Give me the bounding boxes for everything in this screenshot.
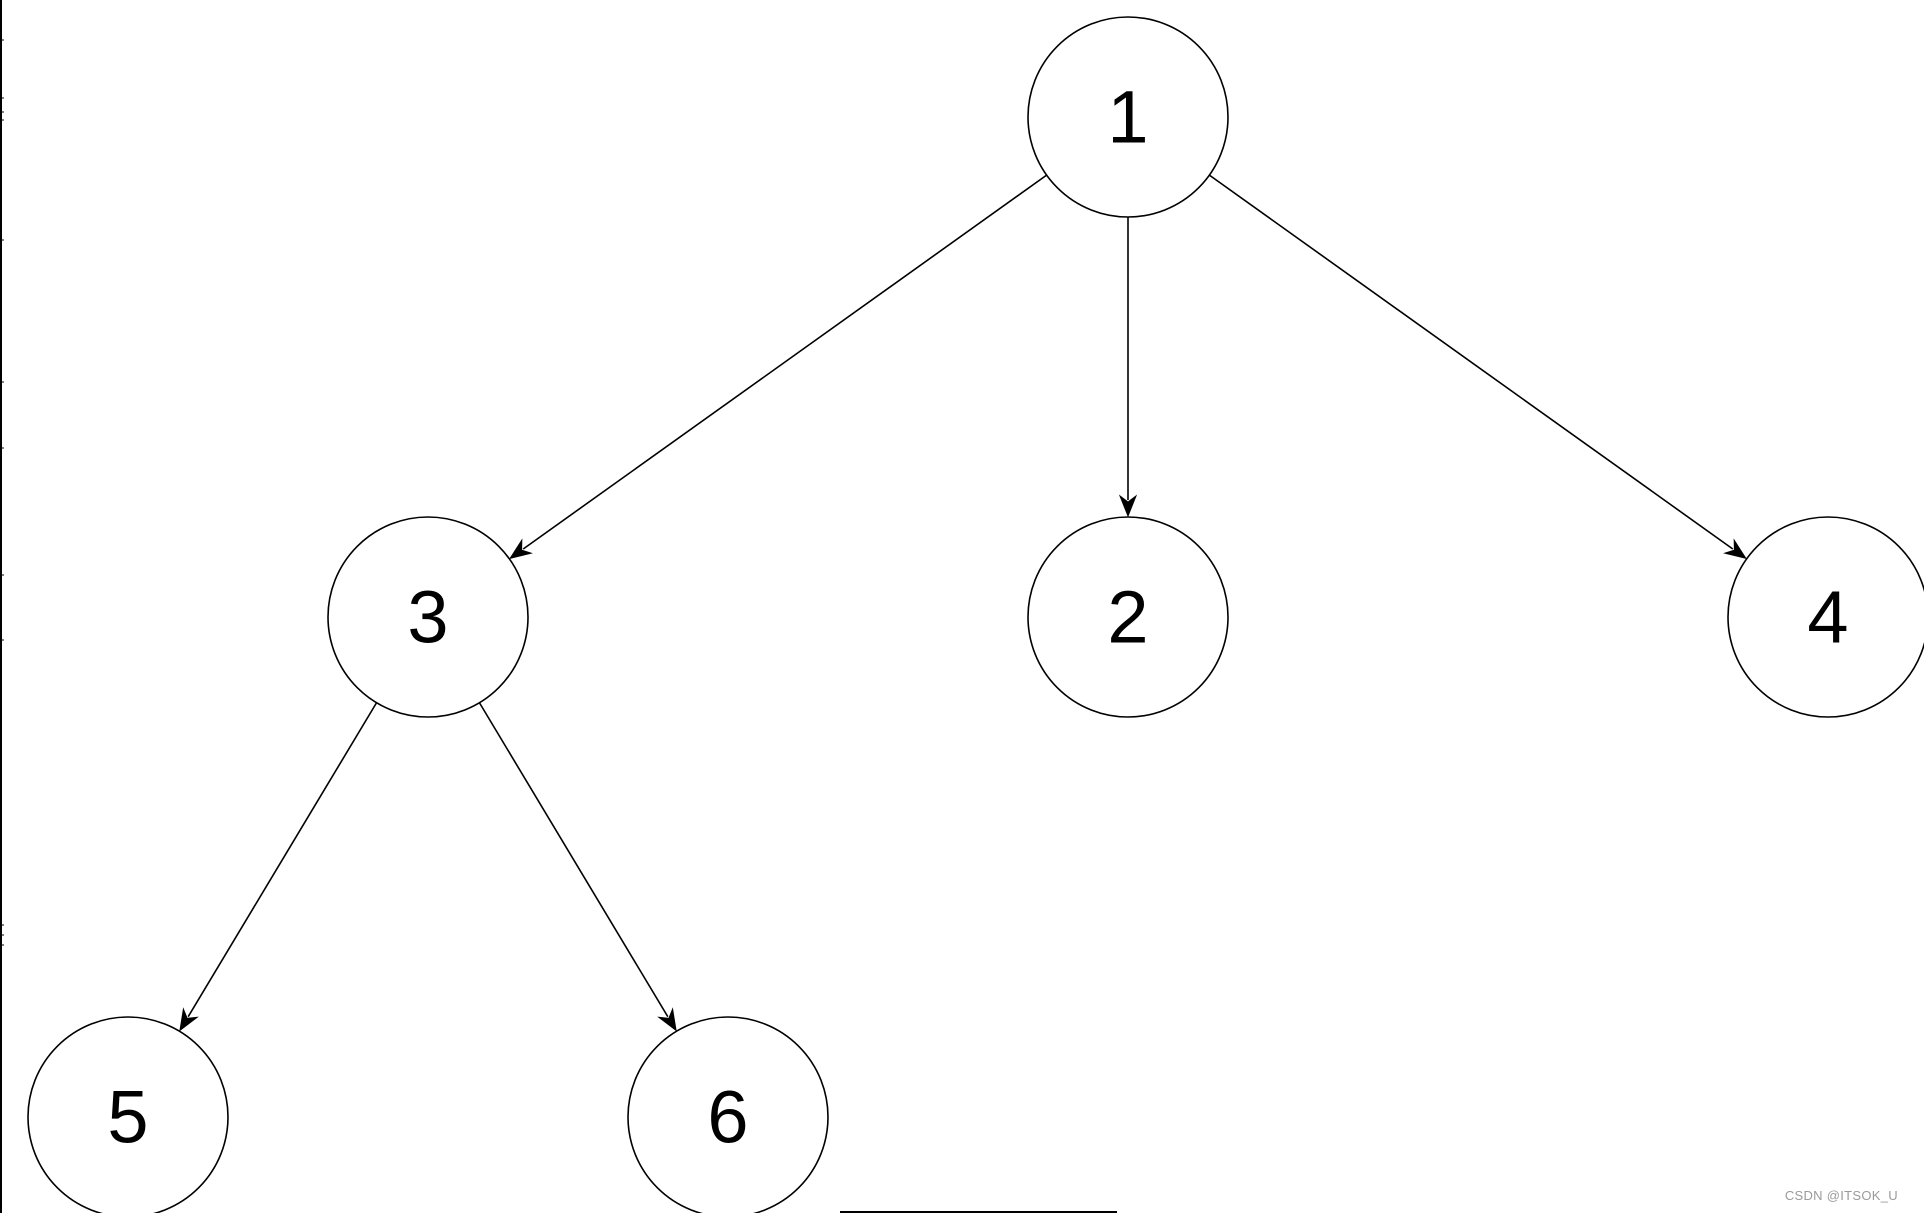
node-circle	[327, 516, 529, 718]
node-circle	[1027, 516, 1229, 718]
node-label: 4	[1807, 576, 1848, 659]
edge-line	[478, 702, 669, 1018]
node-label: 5	[107, 1076, 148, 1159]
edges-layer	[179, 174, 1747, 1032]
nodes-layer: 1 3 2 4 5 6	[27, 16, 1924, 1213]
node-label: 6	[707, 1076, 748, 1159]
edge-line	[522, 174, 1048, 550]
tree-node-6: 6	[627, 1016, 829, 1213]
node-circle	[1727, 516, 1924, 718]
watermark-text: CSDN @ITSOK_U	[1784, 1188, 1898, 1203]
node-label: 2	[1107, 576, 1148, 659]
arrowhead-icon	[1118, 494, 1138, 518]
arrowhead-icon	[179, 1007, 199, 1032]
tree-node-3: 3	[327, 516, 529, 718]
node-label: 3	[407, 576, 448, 659]
node-circle	[1027, 16, 1229, 218]
tree-node-5: 5	[27, 1016, 229, 1213]
node-circle	[627, 1016, 829, 1213]
tree-node-1: 1	[1027, 16, 1229, 218]
edge-n3-n6	[478, 702, 677, 1032]
left-frame-ticks	[0, 39, 4, 946]
node-label: 1	[1107, 76, 1148, 159]
tree-node-4: 4	[1727, 516, 1924, 718]
edge-line	[187, 702, 378, 1018]
edge-n1-n3	[509, 174, 1048, 560]
arrowhead-icon	[1723, 538, 1747, 560]
edge-n1-n2	[1118, 217, 1138, 518]
edge-n1-n4	[1208, 174, 1747, 560]
arrowhead-icon	[509, 538, 533, 560]
tree-node-2: 2	[1027, 516, 1229, 718]
edge-line	[1208, 174, 1734, 550]
arrowhead-icon	[657, 1007, 677, 1032]
edge-n3-n5	[179, 702, 378, 1032]
node-circle	[27, 1016, 229, 1213]
